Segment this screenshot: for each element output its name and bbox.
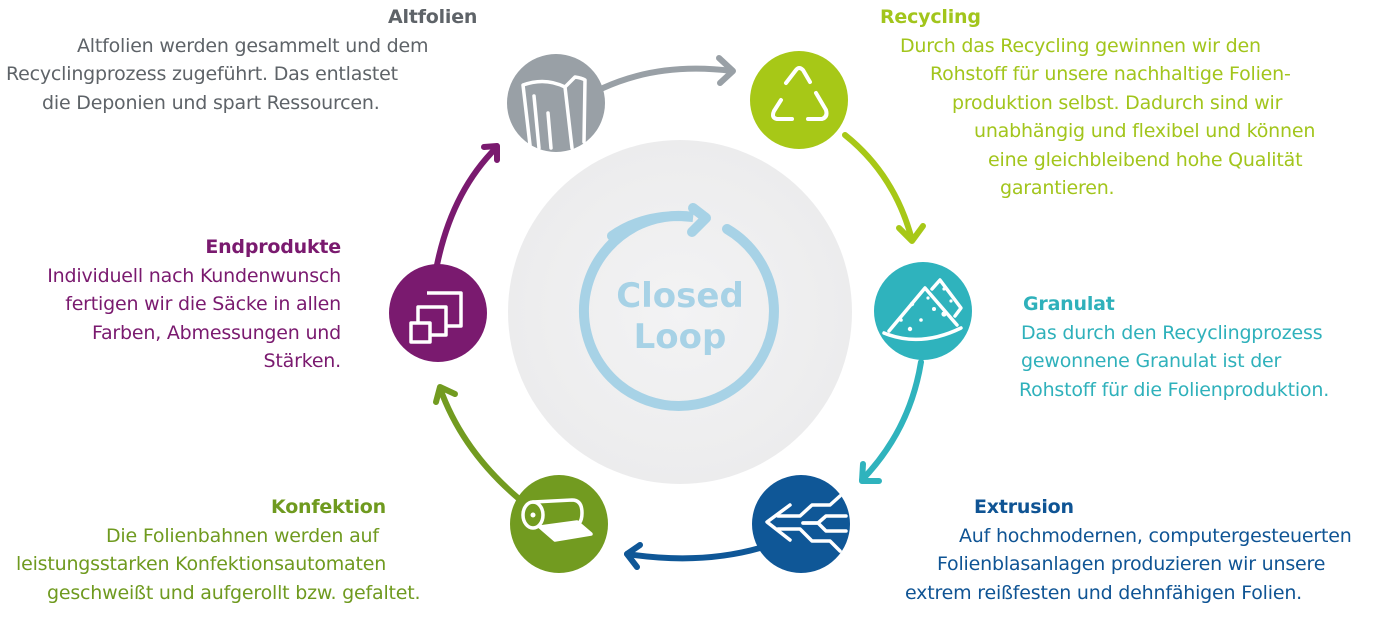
step-line: Rohstoff für die Folienproduktion. [1019, 378, 1330, 401]
step-line: produktion selbst. Dadurch sind wir [952, 91, 1283, 114]
step-line: Auf hochmodernen, computergesteuerten [959, 524, 1352, 547]
film-roll-icon [521, 498, 593, 542]
recycle-triangle-icon [771, 66, 829, 121]
step-line: fertigen wir die Säcke in allen [65, 293, 341, 315]
step-node-extrusion[interactable] [752, 475, 850, 573]
step-line: unabhängig und flexibel und können [974, 120, 1316, 142]
step-line: Folienblasanlagen produzieren wir unsere [937, 553, 1326, 575]
step-title-altfolien: Altfolien [388, 6, 478, 28]
step-title-endprodukte: Endprodukte [205, 236, 341, 258]
granulate-dots [899, 287, 953, 332]
step-node-recycling[interactable] [750, 51, 848, 149]
arrow-konfektion-to-endprodukte [433, 384, 521, 501]
step-text-altfolien: Altfolien Altfolien werden gesammelt und… [0, 3, 478, 117]
step-text-extrusion: Extrusion Auf hochmodernen, computergest… [905, 493, 1352, 607]
step-text-konfektion: Konfektion Die Folienbahnen werden auf l… [16, 493, 421, 607]
step-title-extrusion: Extrusion [974, 496, 1074, 518]
granulate-pile-icon [882, 278, 963, 342]
step-line: garantieren. [1000, 177, 1115, 199]
step-line: Durch das Recycling gewinnen wir den [900, 34, 1261, 57]
step-node-konfektion[interactable] [510, 475, 608, 573]
step-line: Rohstoff für unsere nachhaltige Folien- [930, 63, 1291, 85]
step-text-recycling: Recycling Durch das Recycling gewinnen w… [880, 3, 1315, 203]
step-line: die Deponien und spart Ressourcen. [42, 91, 380, 114]
step-text-granulat: Granulat Das durch den Recyclingprozess … [1019, 290, 1329, 404]
center-label-line1: Closed [616, 276, 744, 316]
center-label-line2: Loop [634, 317, 727, 357]
step-node-altfolien[interactable] [507, 54, 605, 152]
step-line: eine gleichbleibend hohe Qualität [988, 148, 1303, 171]
step-title-konfektion: Konfektion [271, 496, 386, 518]
step-line: leistungsstarken Konfektionsautomaten [16, 553, 387, 575]
arrow-granulat-to-extrusion [859, 359, 924, 484]
step-line: Das durch den Recyclingprozess [1021, 321, 1323, 344]
stacked-squares-icon [409, 291, 463, 344]
step-title-recycling: Recycling [880, 6, 981, 28]
step-node-endprodukte[interactable] [389, 264, 487, 362]
step-title-granulat: Granulat [1023, 293, 1115, 315]
step-line: geschweißt und aufgerollt bzw. gefaltet. [47, 581, 421, 604]
arrow-altfolien-to-recycling [600, 55, 736, 91]
step-line: Stärken. [263, 350, 342, 372]
extrusion-arrows-icon [765, 494, 848, 553]
step-line: Recyclingprozess zugeführt. Das entlaste… [6, 63, 398, 85]
step-line: gewonnene Granulat ist der [1021, 350, 1282, 372]
step-line: Individuell nach Kundenwunsch [47, 264, 341, 287]
step-node-granulat[interactable] [874, 262, 972, 360]
step-line: extrem reißfesten und dehnfähigen Folien… [905, 581, 1303, 604]
step-line: Altfolien werden gesammelt und dem [77, 34, 429, 57]
arrow-endprodukte-to-altfolien [434, 143, 500, 268]
arrow-extrusion-to-konfektion [624, 542, 763, 570]
loop-ring-icon [579, 203, 779, 411]
step-line: Farben, Abmessungen und [91, 321, 341, 344]
film-sheets-icon [521, 75, 587, 150]
center-disc [508, 140, 852, 484]
arrow-recycling-to-granulat [842, 132, 926, 244]
step-text-endprodukte: Endprodukte Individuell nach Kundenwunsc… [10, 233, 341, 376]
step-line: Die Folienbahnen werden auf [106, 524, 379, 547]
